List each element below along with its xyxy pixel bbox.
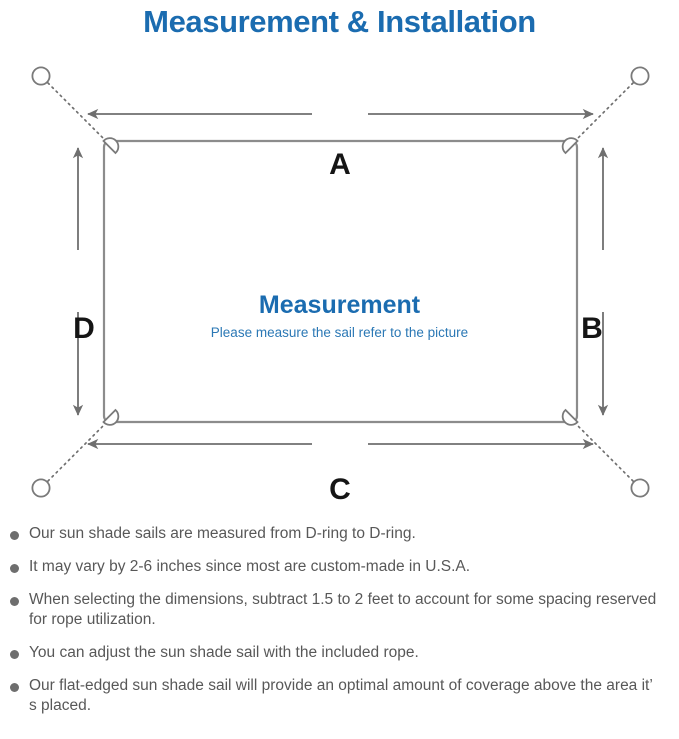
- rope-line-bottom-left: [47, 425, 104, 482]
- note-text: Our sun shade sails are measured from D-…: [29, 525, 416, 542]
- list-item: When selecting the dimensions, subtract …: [0, 590, 679, 630]
- note-text: It may vary by 2-6 inches since most are…: [29, 558, 471, 575]
- list-item: You can adjust the sun shade sail with t…: [0, 643, 679, 663]
- list-item: Our sun shade sails are measured from D-…: [0, 524, 679, 544]
- dimension-label-d: D: [73, 312, 95, 345]
- bullet-icon: [10, 531, 19, 540]
- rope-line-top-left: [47, 82, 104, 139]
- d-ring-bottom-left: [102, 408, 120, 426]
- rope-line-top-right: [577, 82, 634, 139]
- bullet-icon: [10, 597, 19, 606]
- anchor-point-bottom-right: [630, 478, 650, 498]
- sail-rectangle: [102, 139, 579, 424]
- anchor-point-top-left: [31, 66, 51, 86]
- note-text: Our flat-edged sun shade sail will provi…: [29, 677, 653, 714]
- d-ring-bottom-right: [561, 408, 579, 426]
- anchor-point-bottom-left: [31, 478, 51, 498]
- dimension-label-c: C: [329, 473, 351, 506]
- notes-list: Our sun shade sails are measured from D-…: [0, 524, 679, 729]
- rope-line-bottom-right: [577, 425, 634, 482]
- bullet-icon: [10, 683, 19, 692]
- sun-shade-sail-measurement-diagram: Measurement Please measure the sail refe…: [0, 52, 679, 512]
- page-title: Measurement & Installation: [143, 4, 536, 39]
- list-item: It may vary by 2-6 inches since most are…: [0, 557, 679, 577]
- list-item: Our flat-edged sun shade sail will provi…: [0, 676, 679, 716]
- d-ring-top-right: [561, 137, 579, 155]
- dimension-label-b: B: [581, 312, 603, 345]
- bullet-icon: [10, 650, 19, 659]
- d-ring-top-left: [102, 137, 120, 155]
- note-text: You can adjust the sun shade sail with t…: [29, 644, 419, 661]
- note-text: When selecting the dimensions, subtract …: [29, 591, 657, 628]
- dimension-label-a: A: [329, 148, 351, 181]
- bullet-icon: [10, 564, 19, 573]
- anchor-point-top-right: [630, 66, 650, 86]
